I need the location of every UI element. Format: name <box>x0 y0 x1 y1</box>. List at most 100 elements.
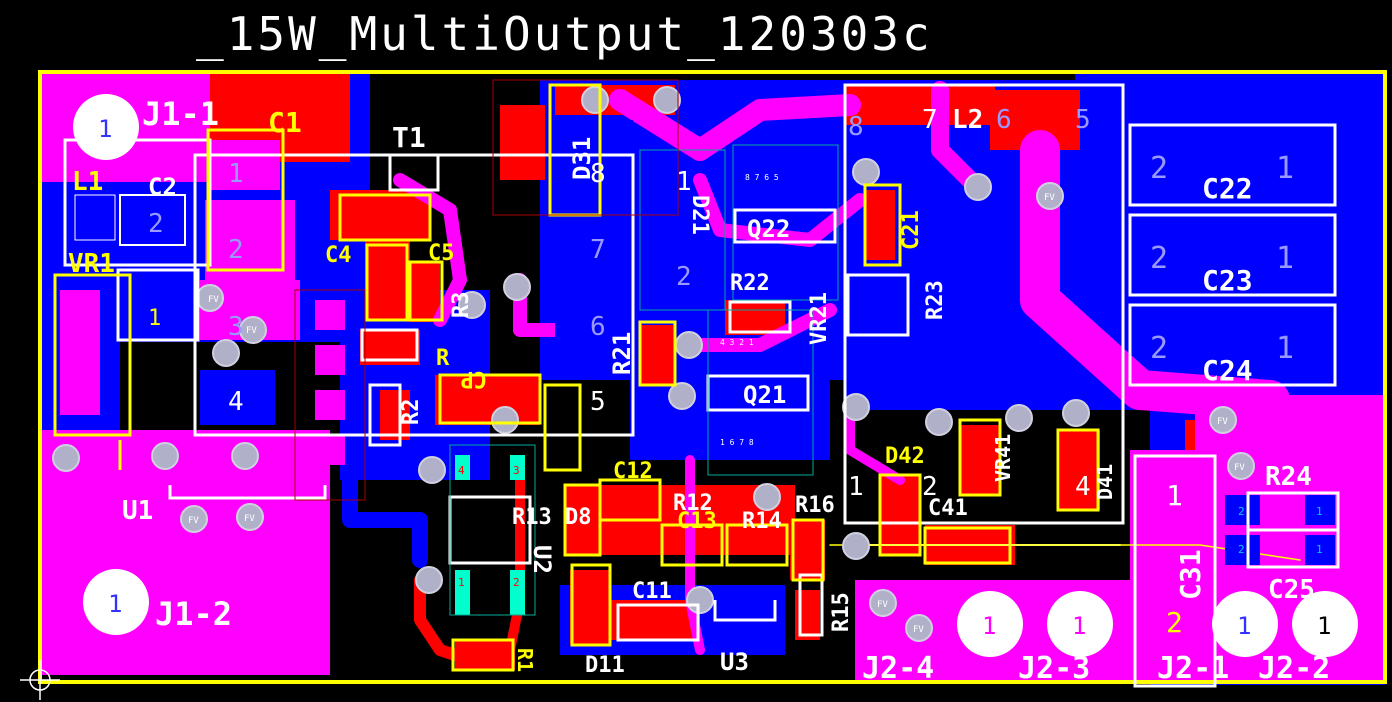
pad-num-l2-5: 5 <box>1075 105 1091 135</box>
label-r1: R <box>436 346 450 371</box>
pad-num-u2-4: 4 <box>458 464 465 477</box>
label-j1-2: J1-2 <box>155 595 232 633</box>
label-c11: C11 <box>632 579 672 604</box>
pad-num-l2-4: 4 <box>1075 472 1091 502</box>
label-c41: C41 <box>928 496 968 521</box>
pad-num-j2-1: 1 <box>1237 612 1251 640</box>
label-d21: D21 <box>687 195 712 235</box>
label-c12: C12 <box>613 459 653 484</box>
label-vr1: VR1 <box>68 249 115 279</box>
pad-num-u2-2: 2 <box>513 576 520 589</box>
label-r12: R12 <box>673 491 713 516</box>
silkscreen-white <box>63 83 1340 688</box>
terminal-pads <box>73 94 1358 657</box>
label-j2-1: J2-1 <box>1157 651 1229 686</box>
label-c13: C13 <box>677 509 717 534</box>
pad-num-l2-8: 8 <box>848 112 864 142</box>
pad-num-d21-1: 1 <box>676 167 692 197</box>
pad-num-d21-2: 2 <box>676 262 692 292</box>
pad-num-r24-1a: 1 <box>1316 505 1323 518</box>
label-q21: Q21 <box>743 381 786 409</box>
label-j1-1: J1-1 <box>142 95 219 133</box>
silkscreen-yellow <box>53 83 1100 672</box>
pad-num-j1-2: 1 <box>108 590 122 618</box>
label-d8: D8 <box>565 505 592 530</box>
label-c23: C23 <box>1202 264 1253 297</box>
label-d11: D11 <box>585 653 625 678</box>
vias <box>52 86 1255 642</box>
fv-marker: FV <box>913 625 924 635</box>
pad-num-u2-3: 3 <box>513 464 520 477</box>
pad-num-l2-7: 7 <box>922 105 938 135</box>
label-d31: D31 <box>568 137 596 180</box>
q21-pin-numbers-top: 4 3 2 1 <box>720 338 754 347</box>
board-title: _15W_MultiOutput_120303c <box>196 7 933 61</box>
label-j2-3: J2-3 <box>1018 651 1090 686</box>
pad-num-r24-2a: 2 <box>1238 505 1245 518</box>
fv-marker: FV <box>1217 417 1228 427</box>
label-u2: U2 <box>528 545 556 574</box>
label-cp: CP <box>461 366 488 391</box>
fv-marker: FV <box>188 516 199 526</box>
label-c5: C5 <box>428 241 455 266</box>
pad-num-r24-2b: 2 <box>1238 543 1245 556</box>
label-u1: U1 <box>122 496 153 526</box>
label-u3: U3 <box>720 648 749 676</box>
pad-num-t1-4: 4 <box>228 387 244 417</box>
label-vr41: VR41 <box>991 434 1015 482</box>
pad-num-r24-1b: 1 <box>1316 543 1323 556</box>
label-q22: Q22 <box>747 215 790 243</box>
fv-marker: FV <box>244 514 255 524</box>
label-r3: R3 <box>449 292 474 319</box>
label-j2-4: J2-4 <box>862 651 934 686</box>
pad-num-t1-3: 3 <box>228 312 244 342</box>
pad-num-j2-4: 1 <box>982 612 996 640</box>
pad-num-c22-1: 1 <box>1276 151 1294 186</box>
pad-num-j1-1: 1 <box>98 115 112 143</box>
pad-num-c23-1: 1 <box>1276 241 1294 276</box>
pad-num-t1-5: 5 <box>590 387 606 417</box>
label-r2: R2 <box>399 399 424 426</box>
fv-marker: FV <box>877 600 888 610</box>
pad-num-c2: 2 <box>148 209 164 239</box>
q22-pin-numbers: 8 7 6 5 <box>745 173 779 182</box>
label-vr21: VR21 <box>807 292 832 345</box>
label-c24: C24 <box>1202 354 1253 387</box>
label-r24: R24 <box>1265 462 1312 492</box>
board-outline <box>38 70 1387 684</box>
pad-num-c22-2: 2 <box>1150 151 1168 186</box>
label-d41: D41 <box>1093 464 1117 500</box>
label-r14: R14 <box>742 509 782 534</box>
label-r21: R21 <box>608 332 636 375</box>
pad-num-u2-1: 1 <box>458 576 465 589</box>
pad-num-c24-1: 1 <box>1276 331 1294 366</box>
u1-outline <box>294 289 366 501</box>
faint-outlines <box>449 144 839 616</box>
label-d42: D42 <box>885 444 925 469</box>
label-r23: R23 <box>923 280 948 320</box>
pad-num-l2-6: 6 <box>996 105 1012 135</box>
pad-num-c31-1: 1 <box>1166 479 1183 512</box>
pad-num-t1-8: 8 <box>590 159 606 189</box>
label-r22: R22 <box>730 271 770 296</box>
origin-crosshair-icon <box>20 660 60 700</box>
pad-num-t1-6: 6 <box>590 312 606 342</box>
fv-marker: FV <box>246 326 257 336</box>
pad-num-c24-2: 2 <box>1150 331 1168 366</box>
pad-num-t1-2: 2 <box>228 235 244 265</box>
fv-marker: FV <box>208 295 219 305</box>
label-c22: C22 <box>1202 172 1253 205</box>
label-c31: C31 <box>1174 549 1207 600</box>
label-r13: R13 <box>512 505 552 530</box>
q21-pin-numbers-bottom: 1 6 7 8 <box>720 438 754 447</box>
pad-num-c23-2: 2 <box>1150 241 1168 276</box>
fv-marker: FV <box>1234 463 1245 473</box>
fv-marker: FV <box>1044 193 1055 203</box>
label-c21: C21 <box>899 210 924 250</box>
pad-num-j2-2: 1 <box>1317 612 1331 640</box>
label-c2: C2 <box>148 173 177 201</box>
label-r15: R15 <box>829 592 854 632</box>
pad-num-t1-7: 7 <box>590 235 606 265</box>
label-r16: R16 <box>795 493 835 518</box>
